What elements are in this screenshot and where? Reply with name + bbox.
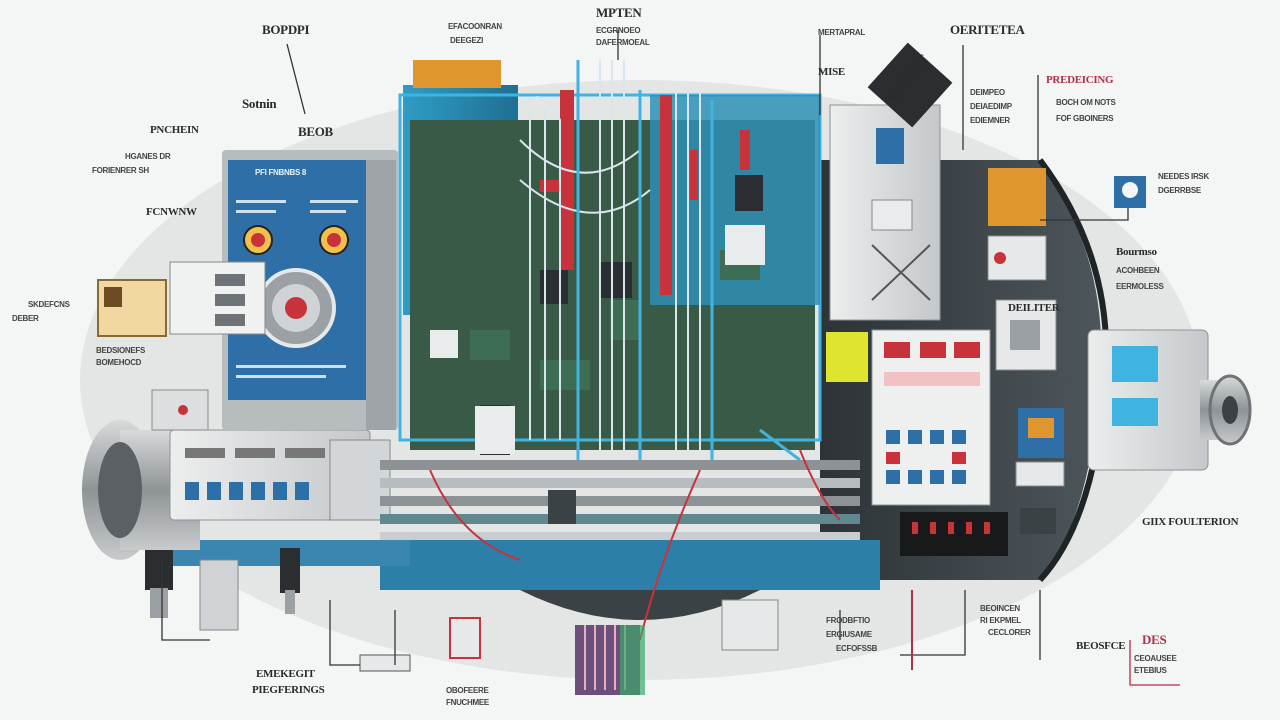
orange-module bbox=[988, 168, 1046, 226]
label-gix: GIIX FOULTERION bbox=[1142, 516, 1239, 528]
red-wires bbox=[429, 449, 841, 641]
label-fcnw: FCNWNW bbox=[146, 206, 197, 218]
caption: FRODBFTIO bbox=[826, 616, 870, 625]
caption: FORIENRER SH bbox=[92, 166, 149, 175]
label-mise: MISE bbox=[818, 66, 845, 78]
label-deiliter: DEILITER bbox=[1008, 302, 1060, 314]
caption: DEIMPEO bbox=[970, 88, 1005, 97]
leader-lines bbox=[161, 30, 1180, 686]
label-scmn: Sotnin bbox=[242, 96, 277, 111]
label-predeicing: PREDEICING bbox=[1046, 74, 1114, 86]
label-beosfce: BEOSFCE bbox=[1076, 640, 1126, 652]
panel-title: PFI FNBNBS 8 bbox=[255, 168, 307, 177]
relays-red bbox=[540, 90, 750, 295]
label-pnchein: PNCHEIN bbox=[150, 124, 199, 136]
base-bowl bbox=[520, 590, 760, 620]
caption: DAFERMOEAL bbox=[596, 38, 650, 47]
caption: HGANES DR bbox=[125, 152, 171, 161]
caption: SKDEFCNS bbox=[28, 300, 70, 309]
rotated-plate bbox=[867, 42, 953, 128]
caption: NEEDES IRSK bbox=[1158, 172, 1209, 181]
caption: EFACOONRAN bbox=[448, 22, 502, 31]
caption: BOCH OM NOTS bbox=[1056, 98, 1116, 107]
blue-cables bbox=[576, 60, 801, 462]
caption: RI EKPMEL bbox=[980, 616, 1021, 625]
base-rail bbox=[380, 540, 880, 590]
label-top-left: BOPDPI bbox=[262, 22, 310, 37]
caption: ACOHBEEN bbox=[1116, 266, 1160, 275]
panel-text-lines bbox=[236, 200, 358, 378]
caption: ECGRNOEO bbox=[596, 26, 641, 35]
yellow-tag bbox=[826, 332, 868, 382]
panel-keys bbox=[886, 430, 966, 484]
caption: EERMOLESS bbox=[1116, 282, 1164, 291]
label-bedb: BEOB bbox=[298, 124, 333, 139]
caption: FOF GBOINERS bbox=[1056, 114, 1114, 123]
caption: ERGIUSAME bbox=[826, 630, 872, 639]
caption: DEIAEDIMP bbox=[970, 102, 1012, 111]
label-top-right: OERITETEA bbox=[950, 22, 1025, 37]
caption: DEBER bbox=[12, 314, 39, 323]
rail-clamp bbox=[548, 490, 576, 524]
wire-bundle bbox=[519, 60, 701, 450]
caption: FNUCHMEE bbox=[446, 698, 489, 707]
bottom-switch bbox=[721, 599, 779, 651]
caption: CECLORER bbox=[988, 628, 1031, 637]
label-top-center: MPTEN bbox=[596, 5, 642, 20]
top-connector bbox=[413, 60, 501, 88]
caption: ECFOFSSB bbox=[836, 644, 878, 653]
label-des: DES bbox=[1142, 632, 1167, 647]
label-piegferings: PIEGFERINGS bbox=[252, 684, 325, 696]
caption: DGERRBSE bbox=[1158, 186, 1201, 195]
red-fuse bbox=[449, 617, 481, 659]
caption: OBOFEERE bbox=[446, 686, 489, 695]
caption: DEEGEZI bbox=[450, 36, 484, 45]
cabinet-icon bbox=[876, 128, 904, 164]
board-components-white bbox=[430, 225, 765, 454]
caption: BOMEHOCD bbox=[96, 358, 142, 367]
caption: CEOAUSEE bbox=[1134, 654, 1177, 663]
fuse-left bbox=[199, 559, 239, 631]
caption: BEDSIONEFS bbox=[96, 346, 146, 355]
caption: ETEBIUS bbox=[1134, 666, 1167, 675]
horizontal-rails bbox=[380, 460, 860, 540]
caption: BEOINCEN bbox=[980, 604, 1020, 613]
label-emekegit: EMEKEGIT bbox=[256, 668, 315, 680]
strip-buttons bbox=[185, 448, 325, 500]
label-bourmso: Bourmso bbox=[1116, 246, 1157, 258]
caption: EDIEMNER bbox=[970, 116, 1010, 125]
caption: MERTAPRAL bbox=[818, 28, 865, 37]
